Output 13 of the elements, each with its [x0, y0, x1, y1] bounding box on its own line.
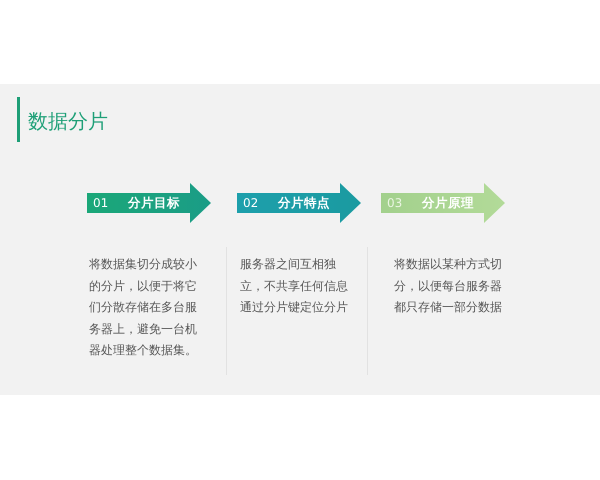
arrow-shape	[381, 183, 505, 223]
step-title: 分片特点	[278, 195, 330, 210]
step-number: 01	[93, 196, 108, 210]
description-text: 将数据以某种方式切分，以便每台服务器都只存储一部分数据	[394, 256, 503, 316]
step-number: 02	[243, 196, 258, 210]
arrow-shape	[87, 183, 211, 223]
arrow-shape	[237, 183, 361, 223]
step-title: 分片目标	[128, 195, 180, 210]
description-text: 将数据集切分成较小的分片，以便于将它们分散存储在多台服务器上，避免一台机器处理整个数据集。	[89, 256, 198, 359]
step-number: 03	[387, 196, 402, 210]
step-title: 分片原理	[422, 195, 474, 210]
title: 数据分片	[28, 109, 108, 133]
description-text: 服务器之间互相独立，不共享任何信息通过分片键定位分片	[240, 256, 349, 316]
